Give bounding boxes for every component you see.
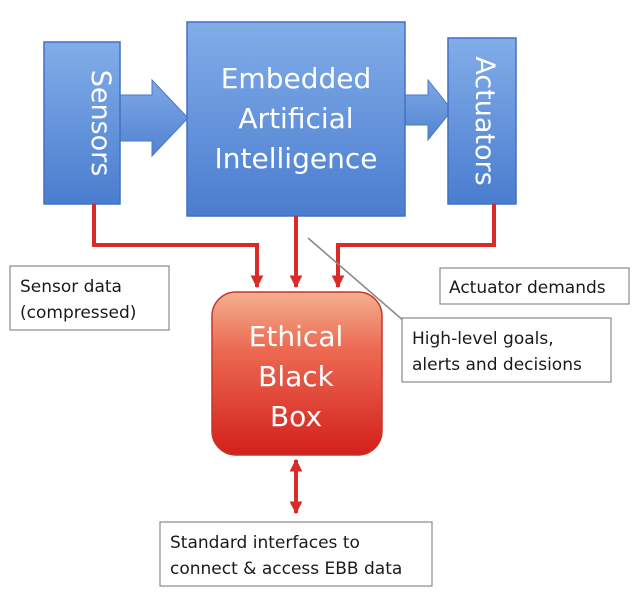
embedded-ai-block: Embedded Artificial Intelligence <box>186 21 406 217</box>
ai-to-actuators-arrow <box>404 78 453 142</box>
goals-label-box: High-level goals, alerts and decisions <box>401 317 612 383</box>
sensors-label: Sensors <box>85 70 116 177</box>
actuators-label: Actuators <box>469 56 500 185</box>
sensor-data-wire <box>92 204 264 289</box>
sensors-to-ai-arrow <box>117 78 189 158</box>
sensor-data-label-line-2: (compressed) <box>20 303 136 323</box>
interfaces-label-box: Standard interfaces to connect & access … <box>159 521 433 587</box>
actuator-demands-label-box: Actuator demands <box>439 267 630 305</box>
ethical-black-box: Ethical Black Box <box>211 291 383 456</box>
data-wires <box>92 204 496 515</box>
sensor-data-label-line-1: Sensor data <box>20 277 122 297</box>
goals-callout-pointer <box>307 237 406 323</box>
ebb-label-line-1: Ethical <box>249 320 344 353</box>
ebb-label-line-3: Box <box>270 400 322 433</box>
actuator-demands-label: Actuator demands <box>449 278 606 298</box>
ebb-label-line-2: Black <box>258 360 335 393</box>
ai-label-line-3: Intelligence <box>215 142 378 175</box>
goals-label-line-1: High-level goals, <box>412 329 554 349</box>
sensor-data-label-box: Sensor data (compressed) <box>9 265 170 331</box>
interfaces-label-line-1: Standard interfaces to <box>170 533 360 553</box>
ai-label-line-2: Artificial <box>238 102 353 135</box>
ai-label-line-1: Embedded <box>221 62 372 95</box>
actuators-block: Actuators <box>447 37 517 205</box>
sensors-block: Sensors <box>43 41 121 205</box>
actuator-demands-wire <box>331 204 496 289</box>
goals-label-line-2: alerts and decisions <box>412 355 582 375</box>
interfaces-label-line-2: connect & access EBB data <box>170 559 402 579</box>
